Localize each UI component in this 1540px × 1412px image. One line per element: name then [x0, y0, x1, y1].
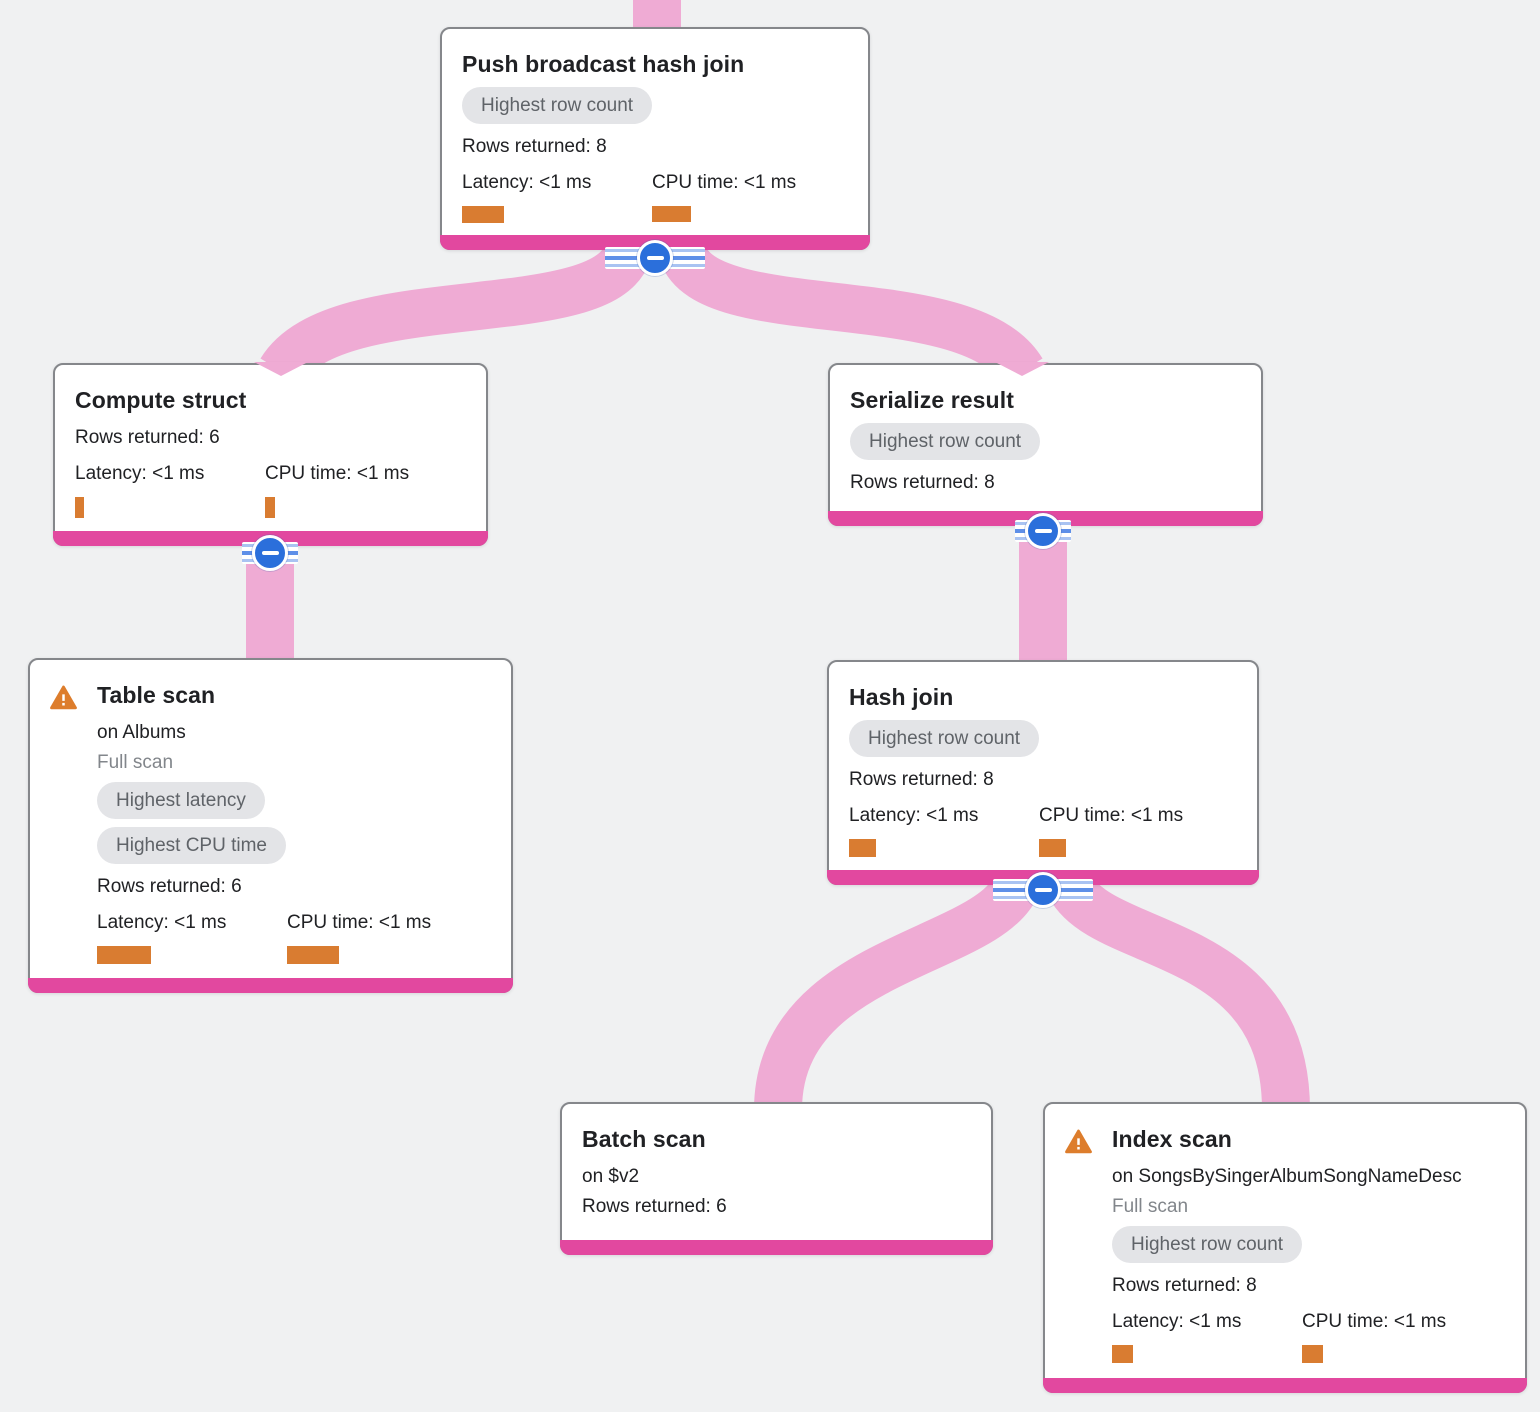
edge-tip-serialize: [995, 362, 1049, 376]
scan-target-label: on $v2: [582, 1166, 640, 1187]
latency-bar: [97, 946, 151, 964]
cpu-time-label: CPU time: <1 ms: [652, 172, 797, 193]
edge-tip-compute: [254, 362, 308, 376]
node-accent-bar: [560, 1240, 993, 1255]
rows-returned-label: Rows returned: 6: [75, 427, 220, 448]
node-title: Batch scan: [582, 1126, 706, 1152]
rows-returned-label: Rows returned: 8: [462, 136, 607, 157]
cpu-time-label: CPU time: <1 ms: [265, 463, 410, 484]
badge-highest-row-count: Highest row count: [849, 720, 1040, 757]
latency-label: Latency: <1 ms: [849, 805, 979, 826]
node-title: Push broadcast hash join: [462, 51, 745, 77]
badge-highest-row-count: Highest row count: [462, 87, 653, 124]
collapse-button-serialize[interactable]: [1025, 513, 1061, 549]
edge-hash-to-batch: [754, 874, 1038, 1112]
node-batch-scan[interactable]: Batch scan on $v2 Rows returned: 6: [560, 1102, 993, 1255]
rows-returned-label: Rows returned: 8: [1112, 1275, 1257, 1296]
node-hash-join[interactable]: Hash join Highest row count Rows returne…: [827, 660, 1259, 885]
node-accent-bar: [28, 978, 513, 993]
badge-highest-latency: Highest latency: [97, 782, 265, 819]
latency-label: Latency: <1 ms: [462, 172, 592, 193]
node-title: Compute struct: [75, 387, 247, 413]
scan-type-label: Full scan: [97, 752, 174, 773]
latency-bar: [462, 206, 504, 223]
badge-highest-row-count: Highest row count: [850, 423, 1041, 460]
edge-push-to-serialize: [660, 242, 1043, 386]
node-table-scan[interactable]: Table scan on Albums Full scan Highest l…: [28, 658, 513, 993]
rows-returned-label: Rows returned: 6: [97, 876, 242, 897]
collapse-button-hash[interactable]: [1025, 872, 1061, 908]
scan-type-label: Full scan: [1112, 1196, 1189, 1217]
latency-bar: [1112, 1345, 1133, 1363]
scan-target-label: on SongsBySingerAlbumSongNameDesc: [1112, 1166, 1462, 1187]
node-title: Index scan: [1112, 1126, 1232, 1152]
badge-highest-row-count: Highest row count: [1112, 1226, 1303, 1263]
edge-push-to-compute: [260, 242, 650, 386]
cpu-time-bar: [1302, 1345, 1323, 1363]
rows-returned-label: Rows returned: 8: [849, 769, 994, 790]
latency-bar: [75, 497, 84, 518]
cpu-time-bar: [1039, 839, 1066, 857]
cpu-time-label: CPU time: <1 ms: [287, 912, 432, 933]
node-title: Serialize result: [850, 387, 1014, 413]
node-title: Table scan: [97, 682, 216, 708]
minus-icon: [1034, 529, 1052, 533]
latency-label: Latency: <1 ms: [97, 912, 227, 933]
node-accent-bar: [1043, 1378, 1527, 1393]
collapse-button-compute[interactable]: [252, 535, 288, 571]
minus-icon: [646, 256, 664, 260]
badge-highest-cpu-time: Highest CPU time: [97, 827, 286, 864]
warning-triangle-icon: [1065, 1128, 1092, 1160]
rows-returned-label: Rows returned: 6: [582, 1196, 727, 1217]
cpu-time-label: CPU time: <1 ms: [1039, 805, 1184, 826]
latency-label: Latency: <1 ms: [75, 463, 205, 484]
latency-label: Latency: <1 ms: [1112, 1311, 1242, 1332]
edge-hash-to-index: [1048, 872, 1310, 1111]
minus-icon: [1034, 888, 1052, 892]
rows-returned-label: Rows returned: 8: [850, 472, 995, 493]
node-compute-struct[interactable]: Compute struct Rows returned: 6 Latency:…: [53, 363, 488, 546]
latency-bar: [849, 839, 876, 857]
node-index-scan[interactable]: Index scan on SongsBySingerAlbumSongName…: [1043, 1102, 1527, 1393]
scan-target-label: on Albums: [97, 722, 186, 743]
cpu-time-bar: [287, 946, 339, 964]
node-title: Hash join: [849, 684, 954, 710]
cpu-time-label: CPU time: <1 ms: [1302, 1311, 1447, 1332]
node-serialize-result[interactable]: Serialize result Highest row count Rows …: [828, 363, 1263, 526]
collapse-button-push[interactable]: [637, 240, 673, 276]
cpu-time-bar: [652, 206, 691, 222]
warning-triangle-icon: [50, 684, 77, 716]
node-push-broadcast-hash-join[interactable]: Push broadcast hash join Highest row cou…: [440, 27, 870, 250]
minus-icon: [261, 551, 279, 555]
cpu-time-bar: [265, 497, 275, 518]
